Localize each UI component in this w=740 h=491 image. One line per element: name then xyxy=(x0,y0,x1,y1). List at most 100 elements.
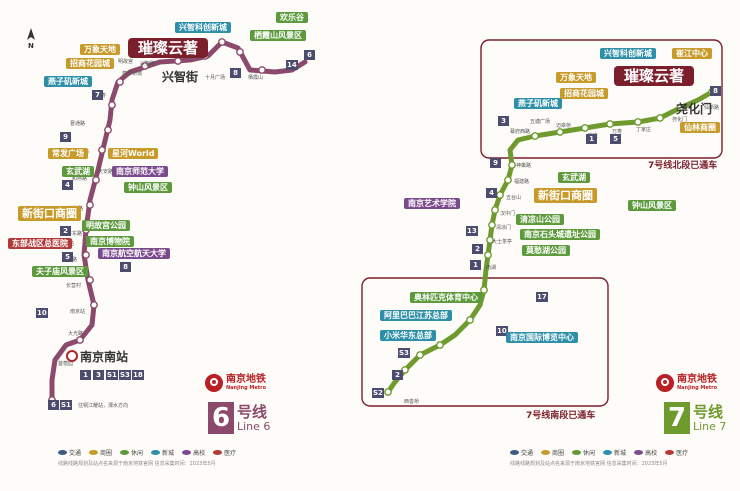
line7-poi-label: 玄武湖 xyxy=(558,172,590,183)
line6-street-label: 兴智街 xyxy=(162,70,199,84)
line7-poi-label: 璀璨云著 xyxy=(614,66,695,86)
legend-item: 休闲 xyxy=(120,448,143,457)
line7-north-caption: 7号线北段已通车 xyxy=(648,161,718,171)
line7-station-dot xyxy=(676,104,684,112)
line6-station-name: 晋通路 xyxy=(70,121,86,127)
legend-item: 高校 xyxy=(182,448,205,457)
line7-station-name: 幕府西路 xyxy=(510,129,531,135)
line7-station-dot xyxy=(401,366,409,374)
line6-station-name: 天安路 xyxy=(98,169,114,175)
legend-item: 医疗 xyxy=(213,448,236,457)
line6-poi-label: 兴智科创新城 xyxy=(175,22,231,33)
line6-transfer-badge: 2 xyxy=(60,226,71,236)
line7-station-name: 神策路 xyxy=(516,163,532,169)
line7-footnote: 线路线路规划及站点名来源于南京地铁官网 信息采集时间：2023年5月 xyxy=(510,461,668,467)
legend-swatch-icon xyxy=(634,450,644,455)
logo-en: Nanjing Metro xyxy=(226,385,267,391)
line6-station-dot xyxy=(86,201,94,209)
line6-station-name: 十月广场 xyxy=(205,75,226,81)
line-number: 7 xyxy=(664,402,690,434)
line6-poi-label: 招商花园城 xyxy=(66,58,114,69)
line7-station-name: 西善桥 xyxy=(404,399,420,405)
line7-station-name: 仙新路 xyxy=(704,105,720,111)
line6-poi-label: 玄武湖 xyxy=(62,166,94,177)
line7-station-dot xyxy=(581,124,589,132)
line7-poi-label: 小米华东总部 xyxy=(380,330,436,341)
line7-station-name: 万寿 xyxy=(612,129,623,135)
line6-poi-label: 明故宫公园 xyxy=(82,220,130,231)
line7-station-name: 清凉门 xyxy=(496,225,512,231)
line6-station-dot xyxy=(98,146,106,154)
legend-label: 休闲 xyxy=(131,450,144,457)
line6-end-transfer: 6 xyxy=(48,400,59,410)
line7-poi-label: 南京石头城遗址公园 xyxy=(520,229,600,240)
line-en: Line 7 xyxy=(693,419,727,433)
line7-station-name: 福建路 xyxy=(514,179,530,185)
line6-station-name: 兴智路 xyxy=(140,61,156,67)
north-arrow-icon xyxy=(27,28,35,40)
line7-poi-label: 阿里巴巴江苏总部 xyxy=(380,310,452,321)
line6-poi-label: 万象天地 xyxy=(80,44,120,55)
line6-station-dot xyxy=(258,66,266,74)
line7-station-dot xyxy=(486,236,494,244)
line6-end-transfer: S1 xyxy=(60,400,72,410)
line7-poi-label: 招商花园城 xyxy=(560,88,608,99)
line7-station-name: 汉中门 xyxy=(500,211,516,217)
logo-cn: 南京地铁 xyxy=(677,374,717,385)
line7-station-name: 大士茶亭 xyxy=(492,239,513,245)
north-label: N xyxy=(28,42,34,50)
legend-swatch-icon xyxy=(665,450,675,455)
line6-station-name: 苜蓿园 xyxy=(58,361,74,367)
line7-station-dot xyxy=(480,286,488,294)
line-hao: 号线 xyxy=(237,402,268,421)
line7-station-dot xyxy=(656,114,664,122)
legend-item: 商圈 xyxy=(89,448,112,457)
line6-poi-label: 东部战区总医院 xyxy=(8,238,72,249)
line6-poi-label: 星河World xyxy=(108,148,159,159)
legend-item: 休闲 xyxy=(572,448,595,457)
line6-station-dot xyxy=(108,101,116,109)
line7-track xyxy=(385,89,715,395)
line6-hub-transfer: 3 xyxy=(93,370,104,380)
line6-transfer-badge: 9 xyxy=(60,132,71,142)
line6-station-name: 长营村 xyxy=(66,283,82,289)
line6-transfer-badge: 10 xyxy=(36,308,48,318)
line7-station-dot xyxy=(491,206,499,214)
line6-poi-label: 南京博物院 xyxy=(86,236,134,247)
line7-transfer-badge: 13 xyxy=(466,226,478,236)
line7-station-dot xyxy=(384,388,392,396)
legend-label: 交通 xyxy=(69,450,82,457)
line7-transfer-badge: 2 xyxy=(472,244,483,254)
line7-poi-label: 南京国际博览中心 xyxy=(506,332,578,343)
legend-swatch-icon xyxy=(603,450,613,455)
line6-transfer-badge: 8 xyxy=(120,262,131,272)
line6-footnote: 线路线路规划及站点名来源于南京地铁官网 信息采集时间：2023年5月 xyxy=(58,461,216,467)
legend-label: 休闲 xyxy=(583,450,596,457)
line7-transfer-badge: 5 xyxy=(610,134,621,144)
legend-swatch-icon xyxy=(182,450,192,455)
legend-label: 高校 xyxy=(645,450,658,457)
line6-station-name: 南京站 xyxy=(70,309,86,315)
line7-transfer-badge: S3 xyxy=(398,348,410,358)
line7-poi-label: 莫愁湖公园 xyxy=(522,245,570,256)
line7-transfer-badge: 1 xyxy=(470,260,481,270)
line7-street-label: 尧化门 xyxy=(676,102,713,116)
legend-label: 商圈 xyxy=(100,450,113,457)
logo-en: Nanjing Metro xyxy=(677,385,718,391)
line7-transfer-badge: 10 xyxy=(496,326,508,336)
line6-hub-transfer: 18 xyxy=(132,370,144,380)
legend-swatch-icon xyxy=(58,450,67,455)
line7-station-dot xyxy=(466,316,474,324)
line6-poi-label: 南京航空航天大学 xyxy=(98,248,170,259)
line7-poi-label: 清凉山公园 xyxy=(516,214,564,225)
line6-transfer-badge: 8 xyxy=(230,68,241,78)
line7-poi-label: 万象天地 xyxy=(556,72,596,83)
line6-station-dot xyxy=(82,251,90,259)
line7-station-name: 南湖 xyxy=(486,265,497,271)
line6-transfer-badge: 7 xyxy=(92,90,103,100)
legend-item: 高校 xyxy=(634,448,657,457)
line7-station-dot xyxy=(556,128,564,136)
